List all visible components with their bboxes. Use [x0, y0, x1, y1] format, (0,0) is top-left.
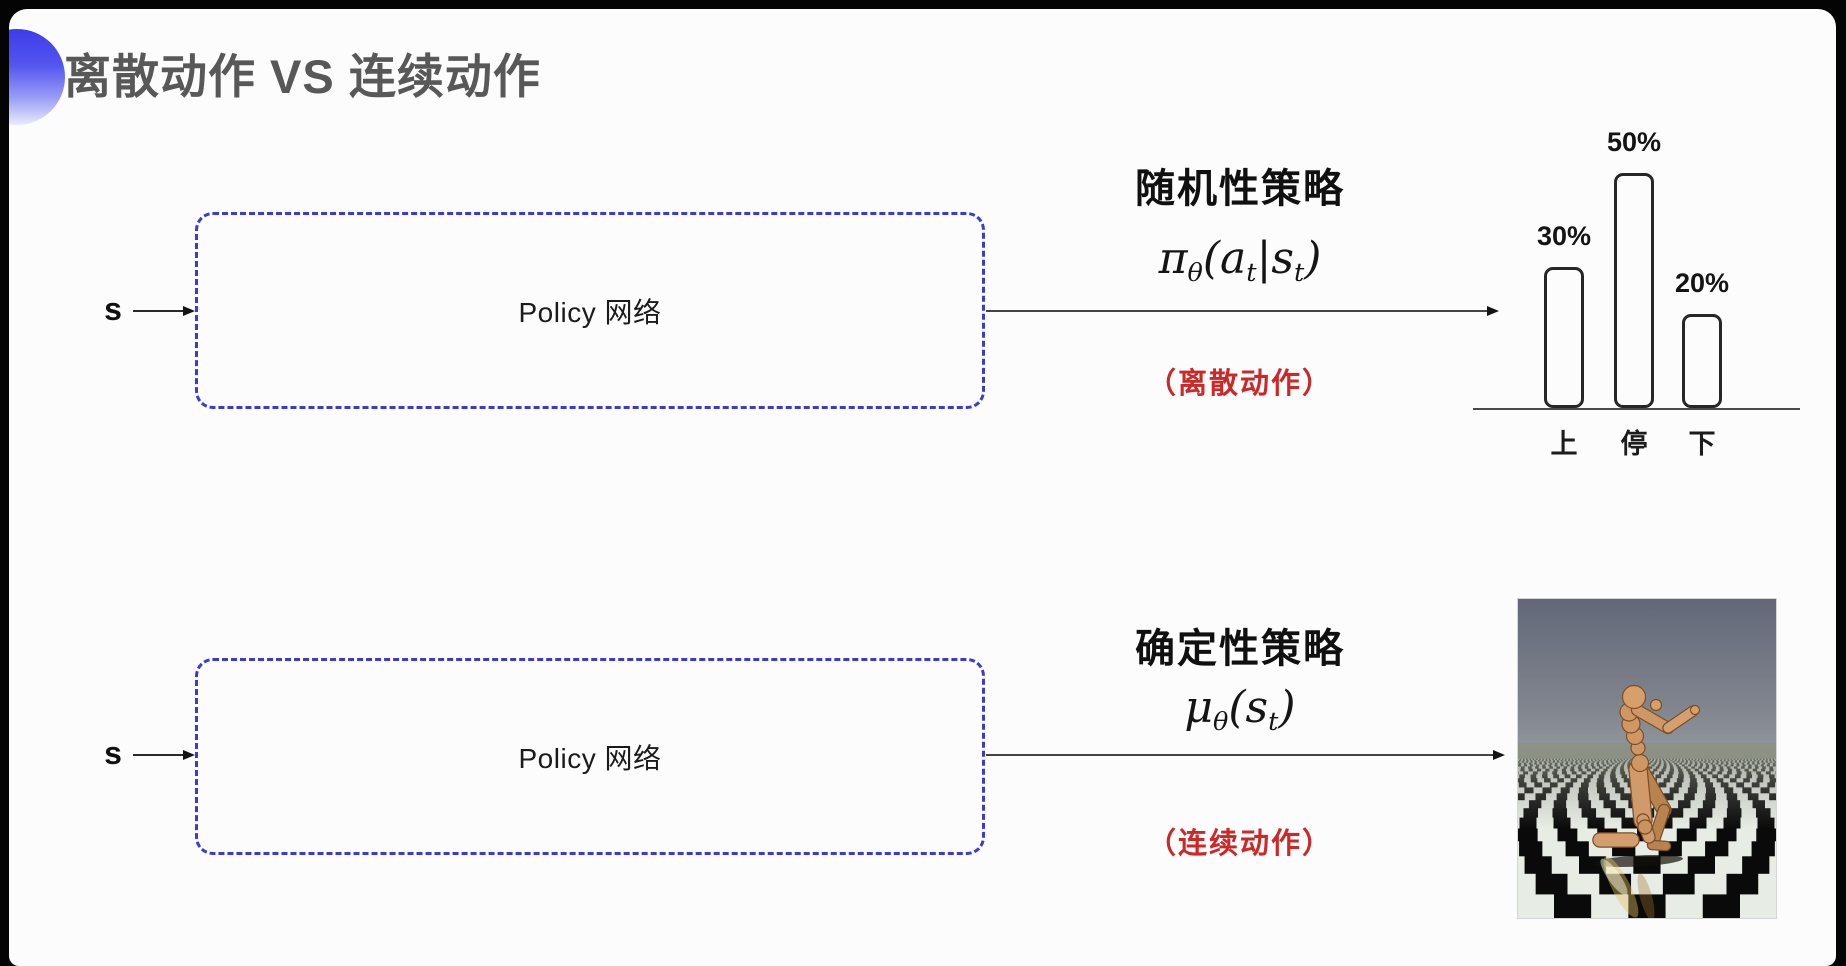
deterministic-policy-title: 确定性策略: [1135, 627, 1345, 671]
humanoid-simulation-image: [1517, 598, 1777, 919]
stochastic-policy-formula: πθ(at|st): [1158, 233, 1322, 289]
policy-network-label-bottom: Policy 网络: [518, 742, 662, 774]
humanoid-robot: [1592, 684, 1701, 852]
action-probability-bar-chart: 30% 上 50% 停 20% 下: [1470, 100, 1810, 470]
floor-flare-2: [1600, 858, 1628, 896]
policy-network-label-top: Policy 网络: [518, 296, 662, 328]
deterministic-policy-formula: μθ(st): [1184, 682, 1296, 738]
chart-baseline: [1473, 408, 1800, 410]
continuous-action-note: （连续动作）: [1146, 828, 1333, 860]
sim-sky: [1518, 599, 1776, 745]
bar-category-label: 上: [1550, 429, 1578, 459]
bar-value-label: 20%: [1674, 268, 1730, 298]
state-input-label-top: s: [104, 291, 122, 327]
probability-bar: [1614, 173, 1654, 408]
bar-value-label: 30%: [1536, 221, 1592, 251]
bar-value-label: 50%: [1606, 127, 1662, 157]
policy-network-box-bottom: Policy 网络: [195, 658, 985, 855]
bar-category-label: 下: [1688, 429, 1716, 459]
stochastic-policy-title: 随机性策略: [1135, 167, 1345, 211]
discrete-action-note: （离散动作）: [1146, 368, 1333, 400]
state-input-label-bottom: s: [104, 735, 122, 771]
floor-flare-3: [1637, 873, 1655, 918]
bar-category-label: 停: [1620, 429, 1648, 459]
probability-bar: [1682, 314, 1722, 408]
robot-shadow: [1593, 855, 1683, 867]
page-title: 离散动作 VS 连续动作: [64, 50, 541, 103]
probability-bar: [1544, 267, 1584, 408]
policy-network-box-top: Policy 网络: [195, 212, 985, 409]
